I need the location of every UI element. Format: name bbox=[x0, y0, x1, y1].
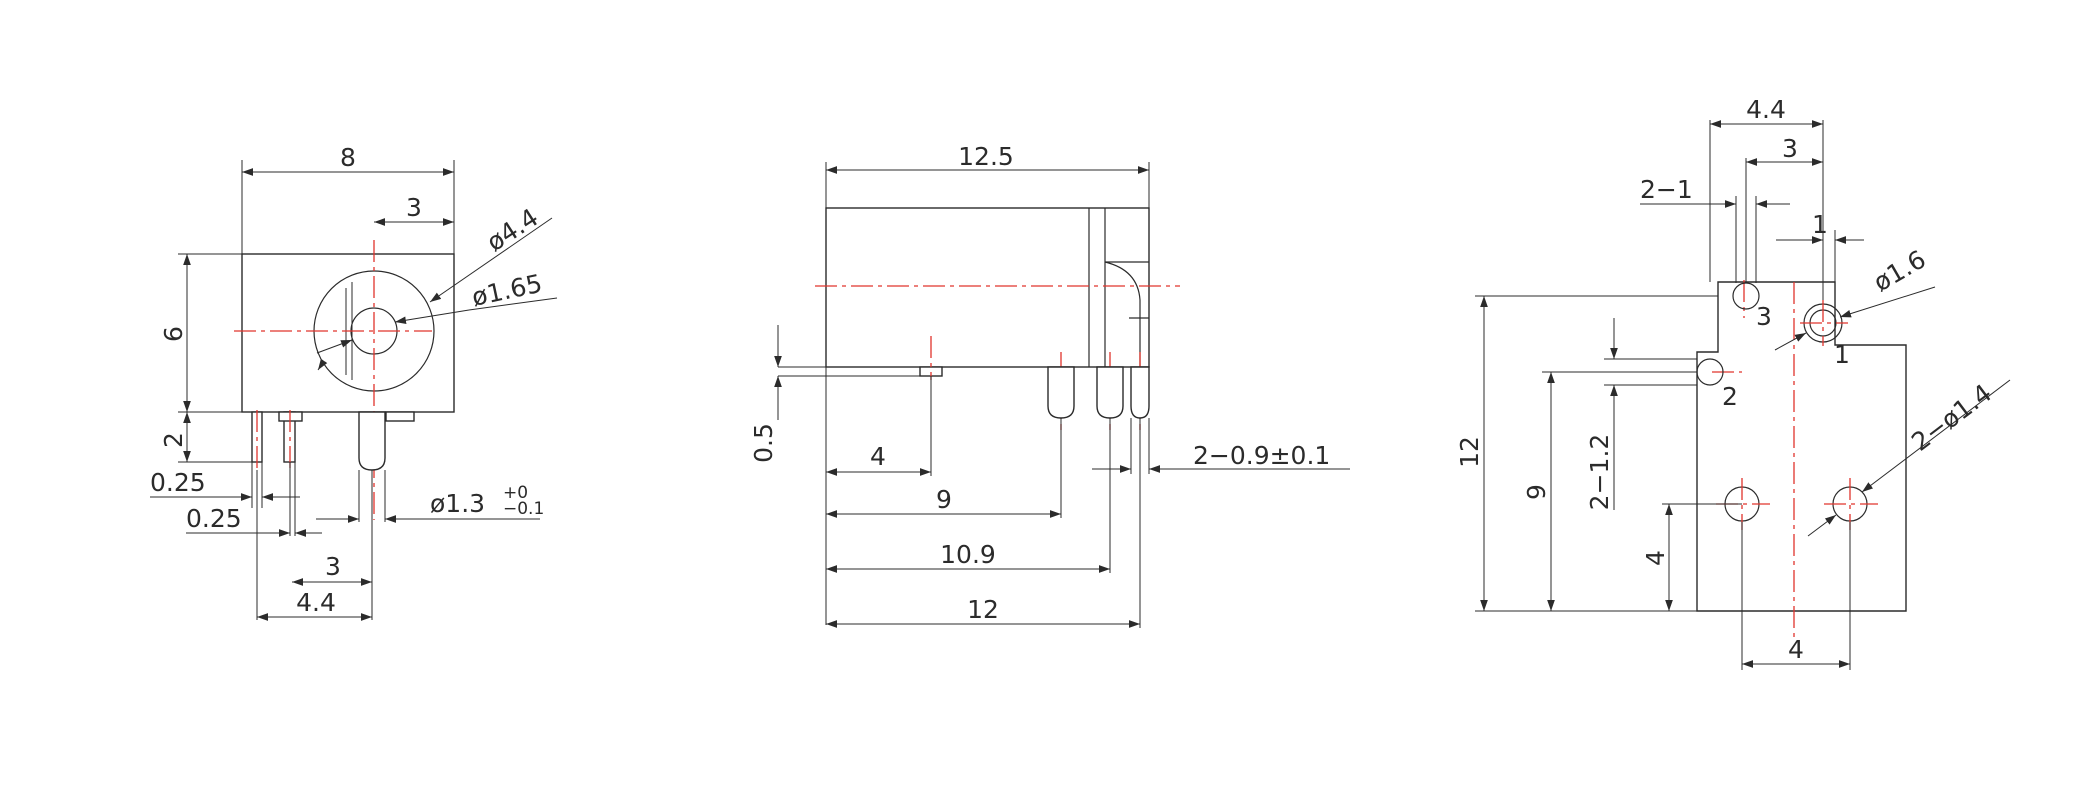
front-dim-pin-thk-a: 0.25 bbox=[150, 468, 206, 497]
pin-label-3: 3 bbox=[1756, 302, 1772, 331]
side-dim-pin3: 10.9 bbox=[940, 540, 996, 569]
bottom-dim-height: 12 bbox=[1455, 436, 1484, 468]
side-dim-pin-width: 2−0.9±0.1 bbox=[1193, 441, 1330, 470]
bottom-dim-mount-holes: 2−ø1.4 bbox=[1906, 378, 1997, 456]
bottom-dim-slot-2-1-2: 2−1.2 bbox=[1585, 434, 1614, 511]
bottom-view: 3 1 2 4.4 3 2−1 1 ø1.6 12 9 bbox=[1455, 95, 2011, 670]
front-housing-outline bbox=[241, 253, 455, 413]
front-pin-tab-right bbox=[385, 411, 415, 422]
front-dim-hole-offset: 3 bbox=[406, 193, 422, 222]
front-dim-pin-dia-tol-lower: −0.1 bbox=[503, 499, 544, 519]
bottom-dim-9: 9 bbox=[1522, 484, 1551, 500]
front-dim-pin-span: 4.4 bbox=[296, 588, 336, 617]
front-dim-pin-thk-b: 0.25 bbox=[186, 504, 242, 533]
bottom-dim-4-horizontal: 4 bbox=[1788, 635, 1804, 664]
pin-label-1: 1 bbox=[1834, 340, 1850, 369]
side-dim-pin2: 9 bbox=[936, 485, 952, 514]
side-dim-pin1: 4 bbox=[870, 442, 886, 471]
front-dim-height: 6 bbox=[159, 326, 188, 342]
front-dim-inner-dia: ø1.65 bbox=[469, 269, 544, 312]
side-dim-standoff: 0.5 bbox=[749, 423, 778, 463]
front-dim-pin-spacing: 3 bbox=[325, 552, 341, 581]
bottom-dim-slot-2-1: 2−1 bbox=[1640, 175, 1693, 204]
bottom-dim-width: 4.4 bbox=[1746, 95, 1786, 124]
side-dim-total: 12 bbox=[967, 595, 999, 624]
bottom-dim-pin-dia: ø1.6 bbox=[1869, 245, 1931, 298]
front-pin-round bbox=[358, 411, 386, 471]
bottom-dim-offset-1: 1 bbox=[1812, 210, 1828, 239]
pin-label-2: 2 bbox=[1722, 382, 1738, 411]
side-housing-outline bbox=[825, 207, 1150, 368]
front-dim-outer-dia: ø4.4 bbox=[481, 203, 543, 257]
bottom-housing-outline bbox=[1696, 281, 1907, 612]
front-dim-pin-length: 2 bbox=[159, 432, 188, 448]
bottom-dim-offset-3: 3 bbox=[1782, 134, 1798, 163]
side-dim-length: 12.5 bbox=[958, 142, 1014, 171]
front-dim-pin-dia: ø1.3 bbox=[430, 489, 485, 518]
front-view: 8 3 ø4.4 ø1.65 6 2 0.25 0.25 bbox=[150, 143, 558, 621]
bottom-dim-4-vertical: 4 bbox=[1641, 550, 1670, 566]
side-view: 12.5 0.5 4 9 10.9 12 2−0.9±0.1 bbox=[749, 142, 1350, 628]
front-dim-width: 8 bbox=[340, 143, 356, 172]
front-dim-pin-dia-tol-upper: +0 bbox=[503, 483, 528, 503]
